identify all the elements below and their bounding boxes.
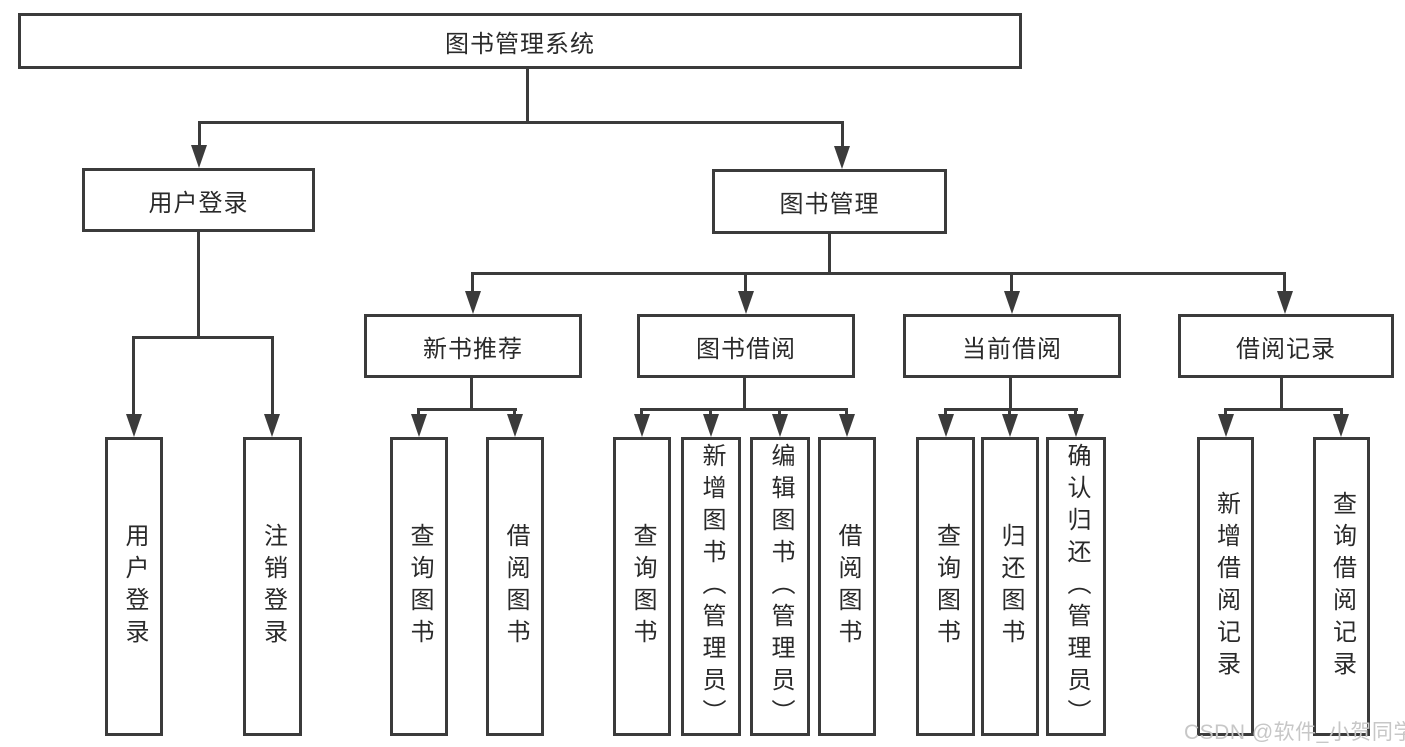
- node-user-login: 用户登录: [82, 168, 315, 232]
- node-label: 借阅记录: [1236, 335, 1336, 363]
- leaf-label: 用户登录: [121, 522, 148, 651]
- leaf-borrow-books: 借阅图书: [818, 437, 876, 736]
- connector-line: [417, 408, 517, 411]
- csdn-watermark: CSDN @软件_小贺同学: [1184, 721, 1405, 744]
- arrow-down-icon: [191, 145, 207, 168]
- connector-line: [471, 272, 1286, 275]
- connector-line: [778, 408, 781, 418]
- node-book-management: 图书管理: [712, 169, 947, 234]
- connector-line: [845, 408, 848, 418]
- leaf-label: 查询图书: [629, 522, 656, 651]
- leaf-edit-books-admin: 编辑图书（管理员）: [750, 437, 810, 736]
- arrow-down-icon: [634, 414, 650, 437]
- leaf-logout-login: 注销登录: [243, 437, 302, 736]
- connector-line: [828, 234, 831, 275]
- connector-line: [1009, 378, 1012, 411]
- leaf-label: 编辑图书（管理员）: [767, 442, 794, 731]
- leaf-label: 注销登录: [259, 522, 287, 651]
- leaf-add-books-admin: 新增图书（管理员）: [681, 437, 741, 736]
- leaf-return-books: 归还图书: [981, 437, 1039, 736]
- arrow-down-icon: [1068, 414, 1084, 437]
- node-label: 图书管理系统: [445, 30, 595, 58]
- connector-line: [1280, 378, 1283, 411]
- connector-line: [944, 408, 947, 418]
- arrow-down-icon: [1002, 414, 1018, 437]
- connector-line: [709, 408, 712, 418]
- arrow-down-icon: [1333, 414, 1349, 437]
- connector-line: [197, 232, 200, 339]
- leaf-confirm-return-admin: 确认归还（管理员）: [1046, 437, 1106, 736]
- arrow-down-icon: [264, 414, 280, 437]
- leaf-label: 借阅图书: [502, 522, 529, 651]
- node-label: 图书借阅: [696, 335, 796, 363]
- connector-line: [841, 121, 844, 148]
- connector-line: [198, 121, 201, 148]
- arrow-down-icon: [411, 414, 427, 437]
- leaf-label: 确认归还（管理员）: [1063, 442, 1090, 731]
- arrow-down-icon: [703, 414, 719, 437]
- connector-line: [132, 336, 135, 416]
- leaf-query-books: 查询图书: [390, 437, 448, 736]
- connector-line: [513, 408, 516, 418]
- connector-line: [417, 408, 420, 418]
- node-current-borrow: 当前借阅: [903, 314, 1121, 378]
- arrow-down-icon: [738, 291, 754, 314]
- arrow-down-icon: [834, 146, 850, 169]
- node-label: 图书管理: [779, 191, 880, 218]
- connector-line: [470, 378, 473, 411]
- leaf-borrow-books: 借阅图书: [486, 437, 544, 736]
- arrow-down-icon: [507, 414, 523, 437]
- leaf-label: 新增图书（管理员）: [698, 442, 725, 731]
- connector-line: [744, 272, 747, 292]
- leaf-label: 查询图书: [406, 522, 433, 651]
- connector-line: [1283, 272, 1286, 292]
- connector-line: [1224, 408, 1343, 411]
- connector-line: [526, 69, 529, 124]
- leaf-label: 新增借阅记录: [1212, 490, 1240, 683]
- node-new-book-recommend: 新书推荐: [364, 314, 582, 378]
- node-book-management-system: 图书管理系统: [18, 13, 1022, 69]
- leaf-query-books: 查询图书: [916, 437, 975, 736]
- connector-line: [1224, 408, 1227, 418]
- arrow-down-icon: [1277, 291, 1293, 314]
- connector-line: [1340, 408, 1343, 418]
- connector-line: [640, 408, 848, 411]
- leaf-label: 查询借阅记录: [1328, 490, 1356, 683]
- node-label: 新书推荐: [423, 335, 523, 363]
- arrow-down-icon: [938, 414, 954, 437]
- leaf-label: 归还图书: [997, 522, 1024, 651]
- connector-line: [1008, 408, 1011, 418]
- arrow-down-icon: [126, 414, 142, 437]
- leaf-user-login: 用户登录: [105, 437, 163, 736]
- connector-line: [743, 378, 746, 411]
- arrow-down-icon: [839, 414, 855, 437]
- arrow-down-icon: [772, 414, 788, 437]
- leaf-label: 借阅图书: [834, 522, 861, 651]
- connector-line: [471, 272, 474, 292]
- node-label: 当前借阅: [962, 335, 1062, 363]
- arrow-down-icon: [465, 291, 481, 314]
- connector-line: [1010, 272, 1013, 292]
- leaf-add-borrow-record: 新增借阅记录: [1197, 437, 1254, 736]
- arrow-down-icon: [1004, 291, 1020, 314]
- connector-line: [271, 336, 274, 416]
- connector-line: [198, 121, 844, 124]
- connector-line: [640, 408, 643, 418]
- leaf-query-books: 查询图书: [613, 437, 671, 736]
- connector-line: [944, 408, 1078, 411]
- node-borrow-record: 借阅记录: [1178, 314, 1394, 378]
- arrow-down-icon: [1218, 414, 1234, 437]
- connector-line: [1074, 408, 1077, 418]
- connector-line: [132, 336, 274, 339]
- node-label: 用户登录: [148, 189, 249, 217]
- node-book-borrow: 图书借阅: [637, 314, 855, 378]
- leaf-query-borrow-record: 查询借阅记录: [1313, 437, 1370, 736]
- leaf-label: 查询图书: [932, 522, 960, 651]
